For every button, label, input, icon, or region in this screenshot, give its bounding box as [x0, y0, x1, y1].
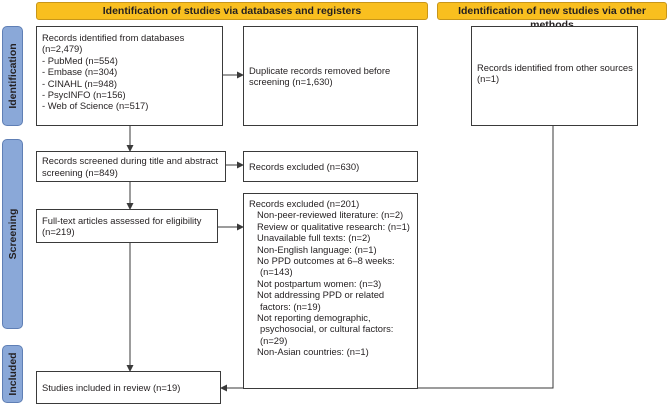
- fulltext-box: Full-text articles assessed for eligibil…: [36, 209, 218, 243]
- header-other-methods: Identification of new studies via other …: [437, 2, 667, 31]
- excluded-screen-text: Records excluded (n=630): [249, 160, 360, 172]
- fulltext-text: Full-text articles assessed for eligibil…: [42, 214, 202, 237]
- exclusion-reason: Non-English language: (n=1): [257, 243, 377, 255]
- header-databases: Identification of studies via databases …: [36, 2, 428, 20]
- excluded-full-box: Records excluded (n=201) Non-peer-review…: [243, 193, 418, 389]
- exclusion-reason: Not reporting demographic, psychosocial,…: [257, 312, 394, 346]
- exclusion-reason: Not addressing PPD or related factors: (…: [257, 289, 385, 312]
- phase-identification: Identification: [2, 26, 23, 126]
- duplicates-box: Duplicate records removed before screeni…: [243, 26, 418, 126]
- database-item: - Web of Science (n=517): [42, 100, 149, 112]
- records-databases-title: Records identified from databases: [42, 32, 185, 43]
- exclusion-reason: Non-Asian countries: (n=1): [257, 346, 369, 358]
- included-box: Studies included in review (n=19): [36, 371, 221, 404]
- database-list: - PubMed (n=554) - Embase (n=304) - CINA…: [42, 55, 218, 112]
- phase-included: Included: [2, 345, 23, 403]
- exclusion-reason: Review or qualitative research: (n=1): [257, 220, 410, 232]
- duplicates-text: Duplicate records removed before screeni…: [249, 64, 391, 87]
- excluded-screen-box: Records excluded (n=630): [243, 151, 418, 182]
- records-databases-count: (n=2,479): [42, 43, 83, 55]
- database-item: - PsycINFO (n=156): [42, 89, 126, 101]
- exclusion-reason: No PPD outcomes at 6–8 weeks: (n=143): [257, 255, 395, 278]
- exclusion-reasons-list: Non-peer-reviewed literature: (n=2) Revi…: [249, 209, 413, 357]
- database-item: - PubMed (n=554): [42, 54, 118, 66]
- phase-screening: Screening: [2, 139, 23, 329]
- other-sources-count: (n=1): [477, 73, 500, 85]
- records-databases-box: Records identified from databases (n=2,4…: [36, 26, 223, 126]
- database-item: - CINAHL (n=948): [42, 77, 117, 89]
- excluded-full-title: Records excluded (n=201): [249, 198, 360, 209]
- screened-text: Records screened during title and abstra…: [42, 155, 219, 178]
- included-text: Studies included in review (n=19): [42, 381, 181, 393]
- exclusion-reason: Unavailable full texts: (n=2): [257, 232, 371, 244]
- screened-box: Records screened during title and abstra…: [36, 151, 226, 182]
- other-sources-box: Records identified from other sources (n…: [471, 26, 638, 126]
- exclusion-reason: Not postpartum women: (n=3): [257, 277, 382, 289]
- exclusion-reason: Non-peer-reviewed literature: (n=2): [257, 209, 404, 221]
- other-sources-title: Records identified from other sources: [477, 62, 633, 73]
- database-item: - Embase (n=304): [42, 66, 118, 78]
